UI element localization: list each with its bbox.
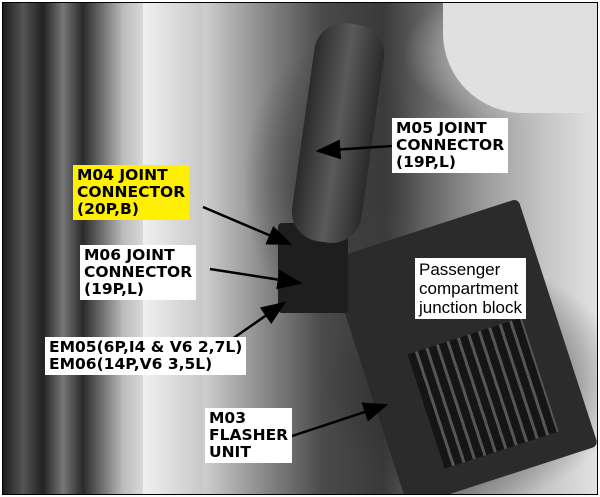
label-passenger-junction-block: Passenger compartment junction block [415, 258, 527, 319]
label-m03-flasher-unit: M03 FLASHER UNIT [205, 408, 293, 463]
label-m04-joint-connector: M04 JOINT CONNECTOR (20P,B) [73, 165, 190, 220]
arrow-m06 [209, 267, 303, 290]
label-em05-em06: EM05(6P,I4 & V6 2,7L) EM06(14P,V6 3,5L) [45, 337, 247, 375]
label-m05-joint-connector: M05 JOINT CONNECTOR (19P,L) [392, 118, 509, 173]
arrow-m05 [315, 139, 393, 160]
arrow-m04 [202, 205, 293, 246]
label-m06-joint-connector: M06 JOINT CONNECTOR (19P,L) [80, 245, 197, 300]
arrow-m03 [279, 402, 389, 442]
